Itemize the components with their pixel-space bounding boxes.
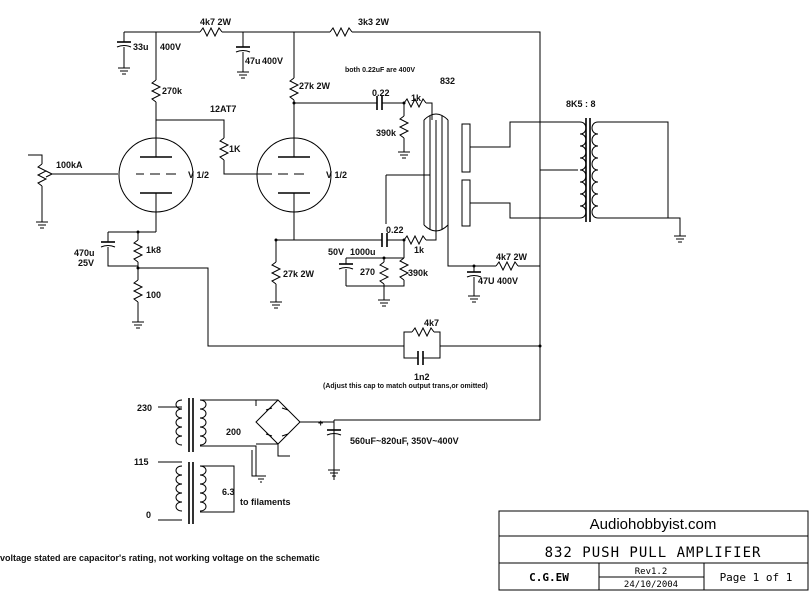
- footnote: voltage stated are capacitor's rating, n…: [0, 553, 320, 563]
- right-cathode: [270, 238, 382, 309]
- resistor-27k-top: [288, 32, 377, 140]
- label-r-27k-bot: 27k 2W: [283, 269, 315, 279]
- label-c-1n2: 1n2: [414, 372, 430, 382]
- label-r-4k7-fb: 4k7: [424, 318, 439, 328]
- title-block-page: Page 1 of 1: [720, 571, 793, 584]
- label-c-33u: 33u: [133, 42, 149, 52]
- label-note-022: both 0.22uF are 400V: [345, 67, 415, 74]
- label-c-022-top: 0.22: [372, 88, 390, 98]
- label-r-4k7-right: 4k7 2W: [496, 252, 528, 262]
- tube-v1-right: [256, 137, 332, 240]
- label-to-filaments: to filaments: [240, 497, 291, 507]
- label-r-4k7-top: 4k7 2W: [200, 17, 232, 27]
- tube-v1-left: [118, 119, 262, 232]
- label-r-1k-mid: 1K: [229, 144, 241, 154]
- label-plus: +: [318, 418, 323, 428]
- label-c-022-bot: 0.22: [386, 225, 404, 235]
- label-r-3k3: 3k3 2W: [358, 17, 390, 27]
- label-v1-right: V 1/2: [326, 170, 347, 180]
- label-50v: 50V: [328, 247, 344, 257]
- label-r-270: 270: [360, 267, 375, 277]
- top-supply-rail: [124, 26, 541, 122]
- label-tube-832: 832: [440, 76, 455, 86]
- label-pt-0: 0: [146, 510, 151, 520]
- tube-832: [385, 113, 540, 267]
- cap-47u: [235, 32, 251, 79]
- label-tube-12at7: 12AT7: [210, 104, 236, 114]
- input-pot: [28, 154, 118, 229]
- label-xfmr-ratio: 8K5 : 8: [566, 99, 596, 109]
- title-block: Audiohobbyist.com 832 PUSH PULL AMPLIFIE…: [498, 510, 809, 591]
- label-c-47u: 47u: [245, 56, 261, 66]
- title-block-title: 832 PUSH PULL AMPLIFIER: [545, 545, 762, 561]
- label-c-47u-right: 47U 400V: [478, 276, 518, 286]
- label-pot-100k: 100kA: [56, 160, 83, 170]
- label-c-470u: 470u: [74, 248, 95, 258]
- screen-supply: [466, 260, 540, 303]
- cathode-network: [100, 230, 404, 347]
- title-block-rev: Rev1.2: [635, 567, 668, 577]
- label-r-100: 100: [146, 290, 161, 300]
- label-pt-63: 6.3: [222, 487, 235, 497]
- label-r-1k-bot: 1k: [414, 245, 425, 255]
- title-block-site: Audiohobbyist.com: [590, 516, 717, 533]
- label-c-1000u: 1000u: [350, 247, 376, 257]
- label-400v-a: 400V: [160, 42, 181, 52]
- label-r-27k-top: 27k 2W: [299, 81, 331, 91]
- feedback-network: [403, 326, 542, 365]
- label-pt-230: 230: [137, 403, 152, 413]
- label-r-390k-bot: 390k: [408, 268, 429, 278]
- title-block-author: C.G.EW: [529, 571, 569, 584]
- label-pt-200: 200: [226, 427, 241, 437]
- grid-coupling-bottom: [338, 225, 437, 307]
- label-r-1k8: 1k8: [146, 245, 161, 255]
- label-400v-b: 400V: [262, 56, 283, 66]
- label-v1-left: V 1/2: [188, 170, 209, 180]
- label-psu-cap: 560uF~820uF, 350V~400V: [350, 436, 459, 446]
- title-block-date: 24/10/2004: [624, 580, 678, 590]
- label-r-1k-top: 1k: [411, 93, 422, 103]
- cap-33u: [116, 32, 132, 75]
- label-pt-115: 115: [134, 457, 149, 467]
- power-supply: [158, 398, 342, 524]
- label-r-390k-top: 390k: [376, 128, 397, 138]
- label-fb-note: (Adjust this cap to match output trans,o…: [323, 383, 488, 390]
- label-25v: 25V: [78, 258, 94, 268]
- resistor-270k: [150, 32, 162, 140]
- output-transformer: [334, 118, 686, 421]
- label-r-270k: 270k: [162, 86, 183, 96]
